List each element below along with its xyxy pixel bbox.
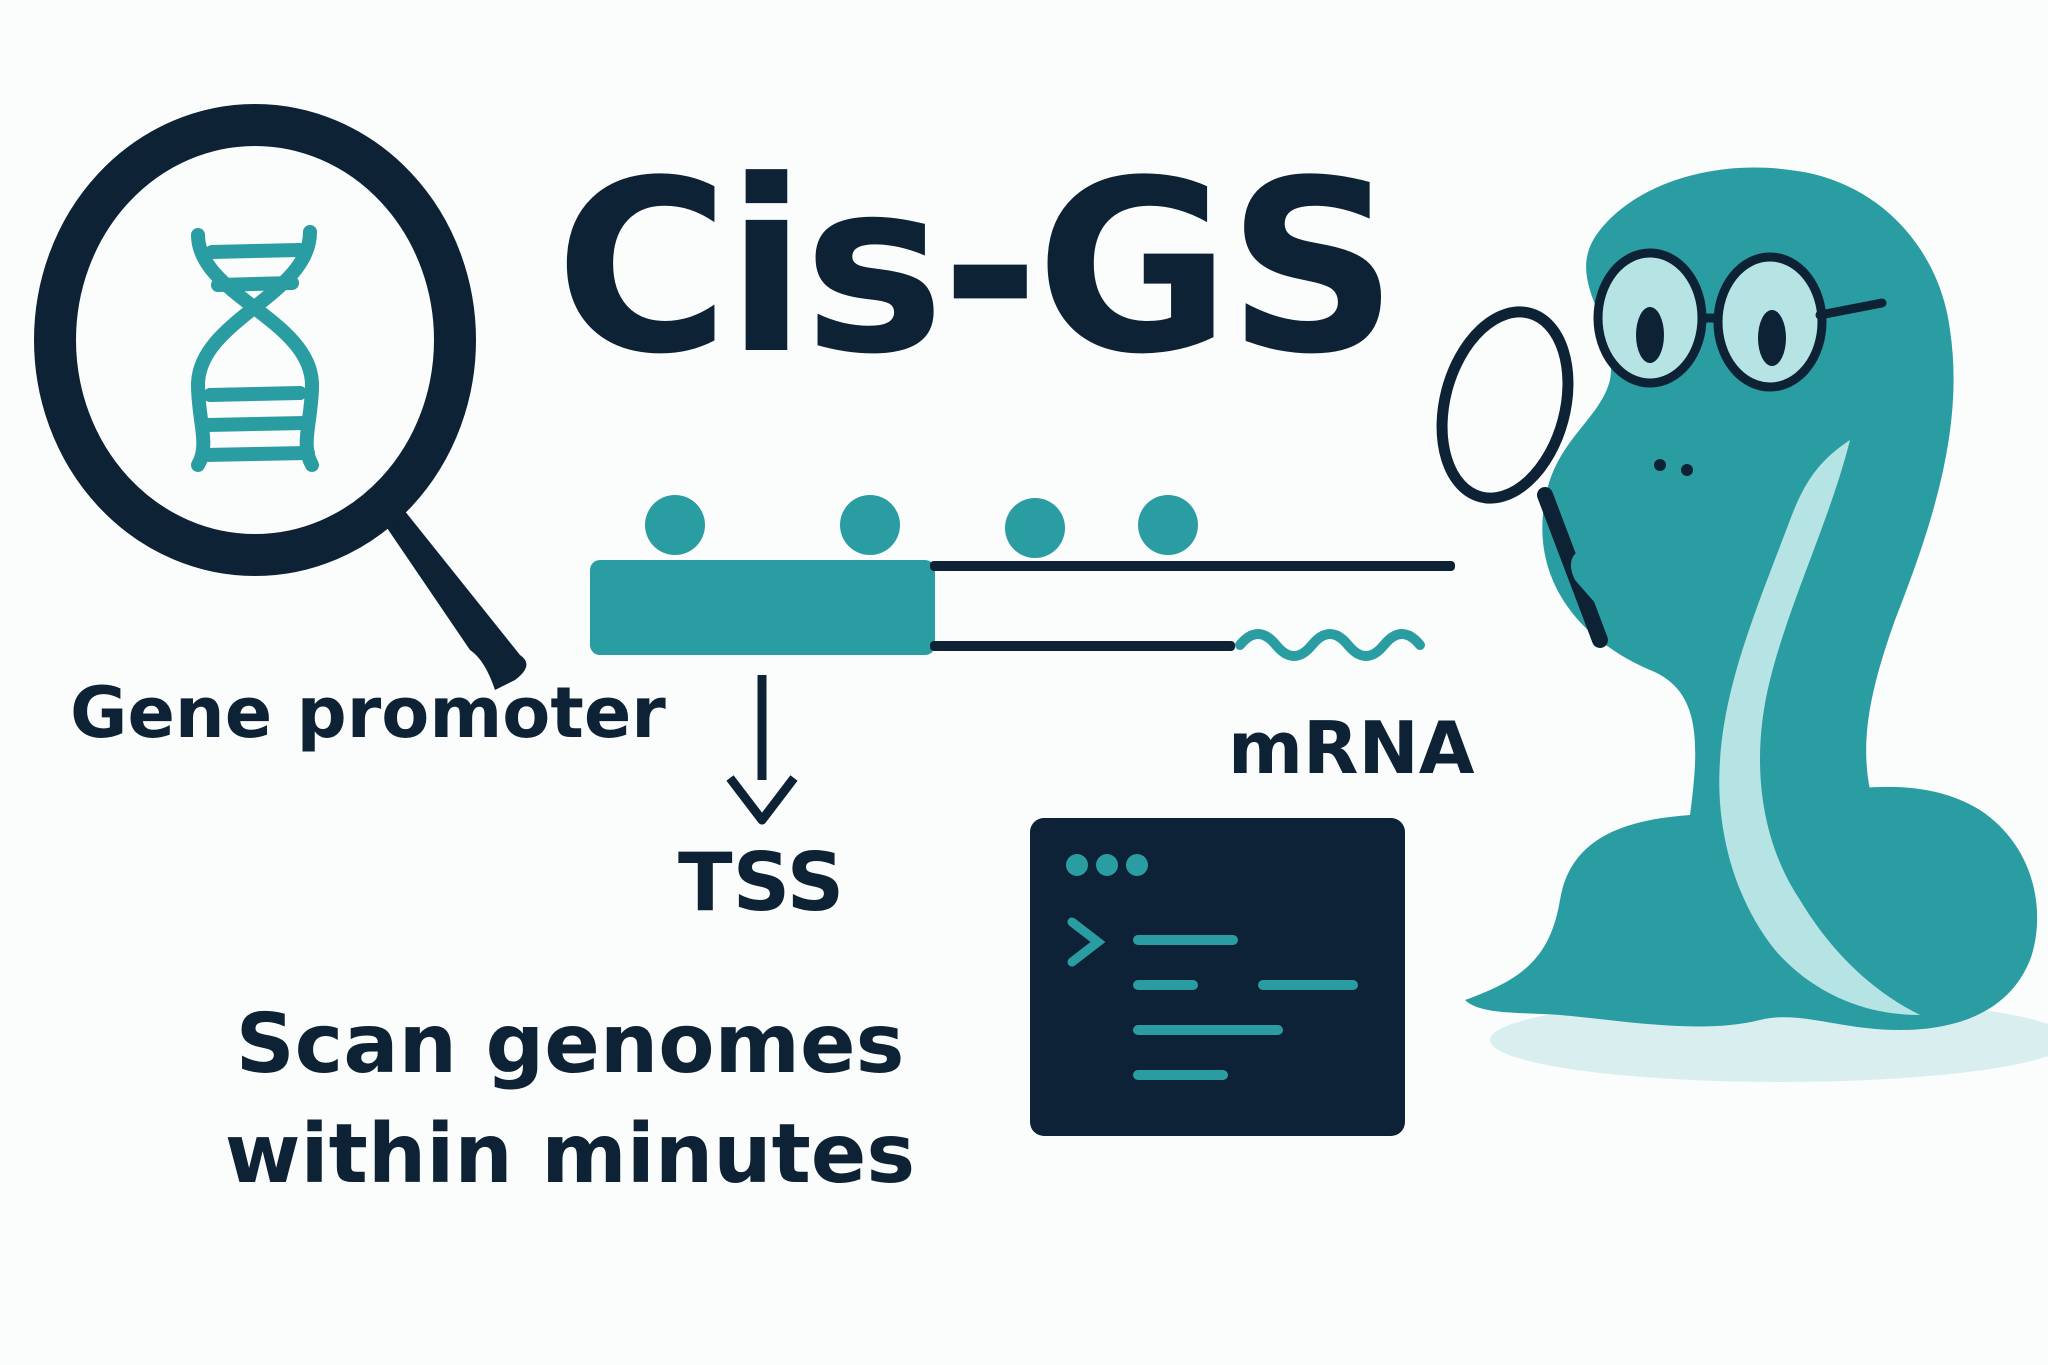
snake-mascot [1436,167,2048,1082]
tss-arrow-icon [726,675,798,825]
terminal-window-icon [1030,818,1405,1136]
glasses-icon [1593,248,1887,392]
tagline-line-1: Scan genomes [235,997,905,1092]
tagline: Scan genomes within minutes [160,990,980,1210]
gene-promoter-label: Gene promoter [70,672,666,754]
dna-icon [190,225,320,472]
promoter-diagram [590,495,1455,661]
app-title: Cis-GS [555,130,1398,407]
magnifier-dna-icon [34,104,527,690]
mrna-label: mRNA [1228,706,1475,790]
tss-label: TSS [678,836,845,929]
tagline-line-2: within minutes [224,1107,916,1202]
